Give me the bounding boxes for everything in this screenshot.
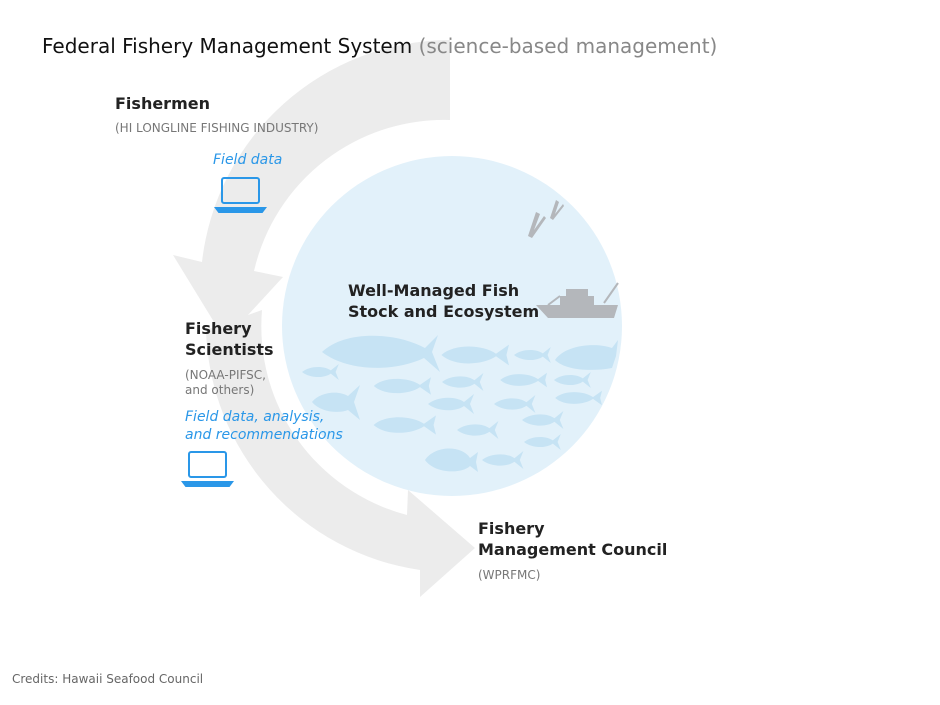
boat-icon	[536, 282, 619, 318]
laptop-icon	[214, 177, 267, 213]
fishermen-detail: (HI LONGLINE FISHING INDUSTRY)	[115, 121, 319, 135]
credits: Credits: Hawaii Seafood Council	[12, 672, 204, 686]
scientists-output: Field data, analysis, and recommendation…	[185, 409, 343, 443]
cycle-arrow	[173, 40, 475, 597]
council-heading: Fishery Management Council	[478, 519, 668, 559]
council-detail: (WPRFMC)	[478, 568, 541, 582]
page-title: Federal Fishery Management System (scien…	[42, 34, 717, 58]
scientists-detail: (NOAA-PIFSC, and others)	[185, 368, 266, 397]
ecosystem-circle	[282, 156, 622, 496]
fishermen-heading: Fishermen	[115, 94, 210, 113]
bird-icon	[528, 200, 564, 238]
title-subtitle: (science-based management)	[418, 34, 718, 58]
fish-icon	[302, 335, 618, 472]
ecosystem-label: Well-Managed Fish Stock and Ecosystem	[348, 281, 540, 321]
fishermen-output: Field data	[213, 152, 283, 168]
laptop-icon	[181, 451, 234, 487]
scientists-heading: Fishery Scientists	[185, 319, 274, 359]
title-main: Federal Fishery Management System	[42, 34, 413, 58]
